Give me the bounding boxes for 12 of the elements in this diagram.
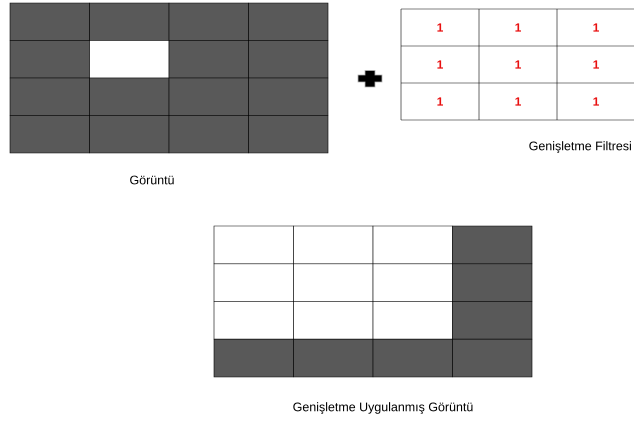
caption: Genişletme Uygulanmış Görüntü [293,402,472,414]
cell-value: 1 [437,23,443,32]
cell-value: 1 [437,60,443,69]
caption: Görüntü [130,176,174,184]
cell-value: 1 [515,97,521,106]
cell-value: 1 [593,23,599,32]
cell-value: 1 [593,97,599,106]
cell-value: 1 [437,97,443,106]
caption: Genişletme Filtresi [529,141,631,153]
cell-value: 1 [515,23,521,32]
cell-value: 1 [515,60,521,69]
cell-value: 1 [593,60,599,69]
